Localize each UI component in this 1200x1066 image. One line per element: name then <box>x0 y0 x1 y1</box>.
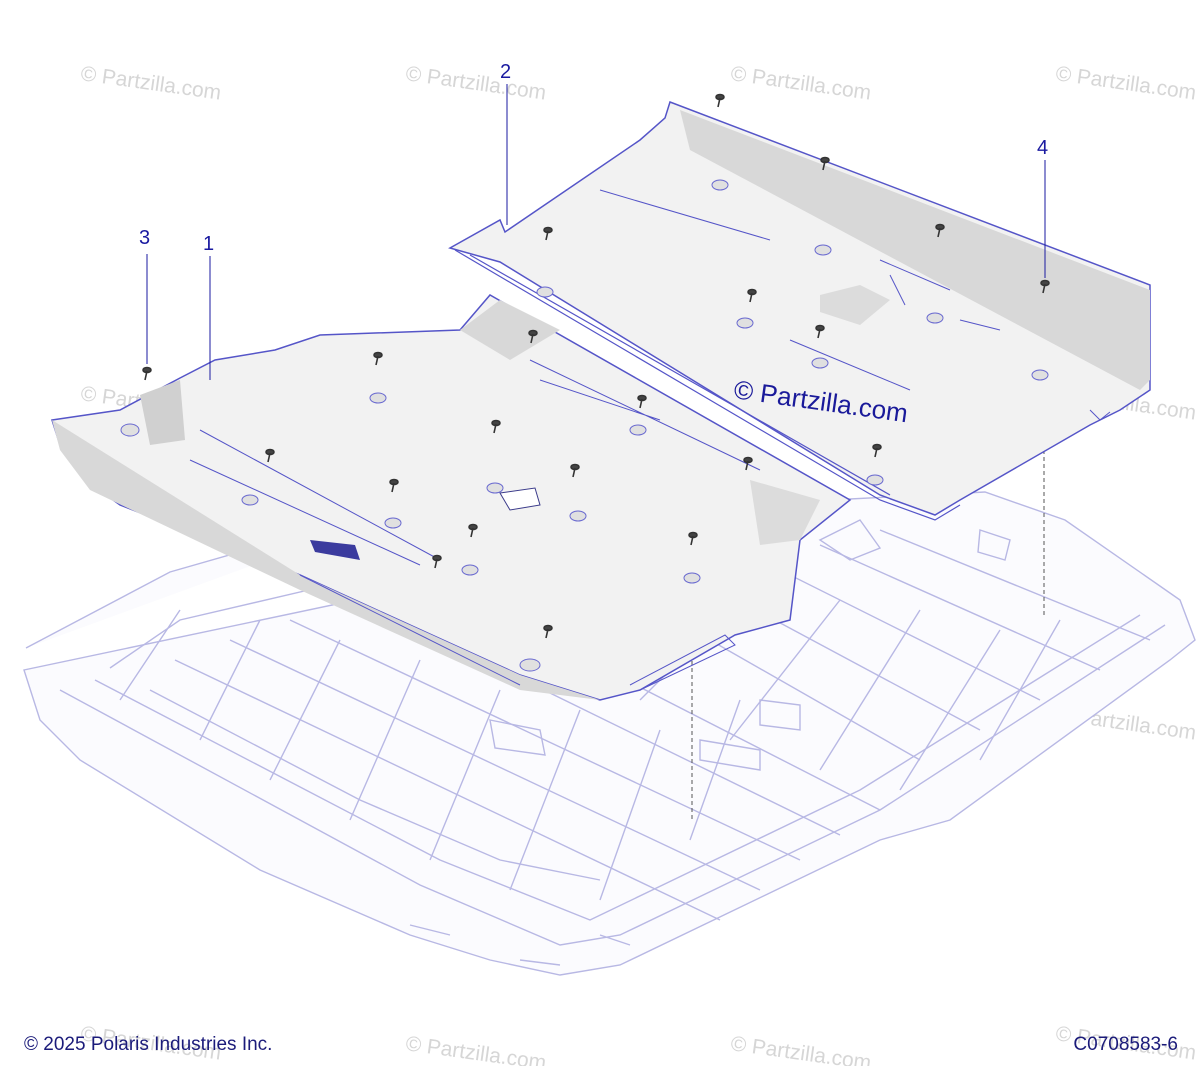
callout-1: 1 <box>203 233 214 380</box>
callout-4: 4 <box>1037 137 1048 278</box>
screw <box>1040 279 1050 294</box>
floor-panel-front <box>51 294 852 701</box>
watermark-text: © Partzilla.com <box>79 62 222 104</box>
callout-number: 4 <box>1037 137 1048 159</box>
screw <box>265 448 275 463</box>
callout-2: 2 <box>500 61 511 225</box>
screw <box>747 288 757 303</box>
screw <box>715 93 725 108</box>
callout-number: 2 <box>500 61 511 83</box>
screw <box>815 324 825 339</box>
callout-number: 1 <box>203 233 214 255</box>
screw <box>570 463 580 478</box>
panel-fastener-holes <box>120 392 701 672</box>
screw <box>373 351 383 366</box>
screw <box>872 443 882 458</box>
screw <box>688 531 698 546</box>
assembly-leader-lines <box>691 380 1045 820</box>
floor-panel-rear <box>448 101 1151 521</box>
screw-fasteners <box>142 93 1050 639</box>
screw <box>142 366 152 381</box>
callout-number: 3 <box>139 227 150 249</box>
watermark-text: © Partzilla.com <box>404 62 547 104</box>
screw <box>491 419 501 434</box>
screw <box>432 554 442 569</box>
callout-3: 3 <box>139 227 150 364</box>
watermark-text: © Partzilla.com <box>729 62 872 104</box>
screw <box>820 156 830 171</box>
cargo-box-tub <box>23 491 1196 976</box>
screw <box>389 478 399 493</box>
diagram-id: C0708583-6 <box>1073 1034 1178 1055</box>
watermark-text: © Partzilla.com <box>1054 62 1197 104</box>
screw <box>743 456 753 471</box>
screw <box>468 523 478 538</box>
callout-group: 1 2 3 4 <box>139 61 1048 380</box>
screw <box>637 394 647 409</box>
screw <box>543 226 553 241</box>
screw <box>528 329 538 344</box>
panel-fastener-holes <box>536 179 1049 486</box>
watermark-text: © Partzilla.com <box>729 1032 872 1066</box>
screw <box>543 624 553 639</box>
watermark-text: © Partzilla.com <box>404 1032 547 1066</box>
screw <box>935 223 945 238</box>
copyright-text: © 2025 Polaris Industries Inc. <box>24 1034 273 1055</box>
